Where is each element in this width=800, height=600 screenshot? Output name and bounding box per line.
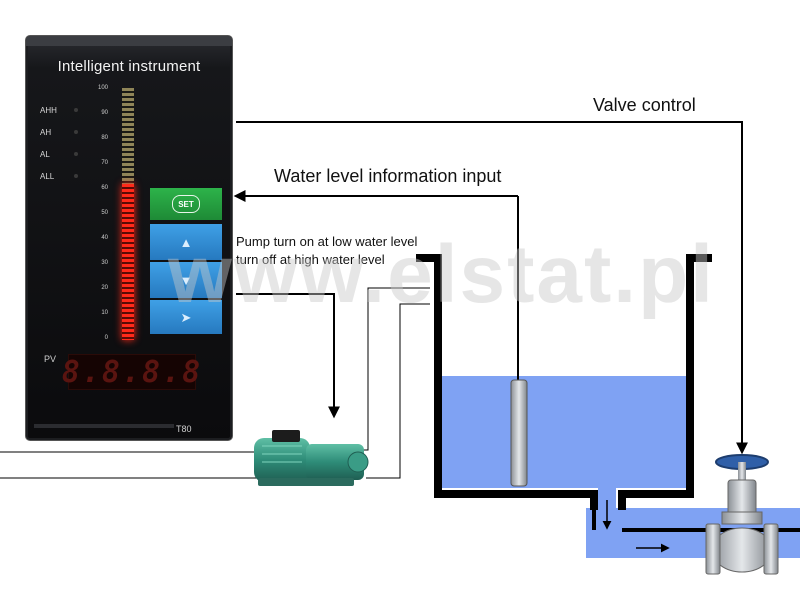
panel-top-bar bbox=[26, 36, 232, 46]
valve-control-label: Valve control bbox=[593, 95, 696, 115]
scale-tick-10: 10 bbox=[101, 310, 108, 316]
scale-tick-70: 70 bbox=[101, 160, 108, 166]
down-button[interactable]: ▼ bbox=[150, 262, 222, 298]
valve-control-line bbox=[236, 121, 748, 455]
scale-tick-80: 80 bbox=[101, 135, 108, 141]
scale-tick-30: 30 bbox=[101, 260, 108, 266]
alarm-led-al bbox=[74, 152, 78, 156]
model-tag: T80 bbox=[176, 424, 192, 434]
scale-tick-100: 100 bbox=[97, 85, 108, 91]
instrument-title: Intelligent instrument bbox=[57, 58, 201, 75]
alarm-label-ahh: AHH bbox=[40, 106, 57, 115]
alarm-led-ah bbox=[74, 130, 78, 134]
water-pump bbox=[254, 430, 369, 486]
up-arrow-icon: ▲ bbox=[179, 234, 193, 250]
up-button[interactable]: ▲ bbox=[150, 224, 222, 260]
level-sensor bbox=[510, 379, 528, 487]
tank-wall-right bbox=[618, 254, 712, 510]
scale-tick-40: 40 bbox=[101, 235, 108, 241]
pump-rule-line2: turn off at high water level bbox=[236, 252, 385, 267]
shift-icon: ➤ bbox=[180, 309, 192, 325]
pump-rule-line1: Pump turn on at low water level bbox=[236, 234, 418, 249]
alarm-label-al: AL bbox=[40, 150, 50, 159]
pv-display: 8.8.8.8 bbox=[61, 354, 203, 390]
scale-tick-60: 60 bbox=[101, 185, 108, 191]
alarm-label-ah: AH bbox=[40, 128, 52, 137]
scale-tick-20: 20 bbox=[101, 285, 108, 291]
pv-label: PV bbox=[44, 354, 57, 364]
down-arrow-icon: ▼ bbox=[179, 272, 193, 288]
level-bar-graph bbox=[122, 88, 134, 340]
gate-valve bbox=[705, 454, 779, 575]
tank-wall bbox=[416, 254, 598, 510]
level-bar-lit bbox=[122, 184, 134, 340]
set-button-label: SET bbox=[172, 195, 200, 213]
keypad: SET ▲ ▼ ➤ bbox=[150, 188, 222, 334]
water-level-input-label: Water level information input bbox=[274, 166, 502, 186]
shift-button[interactable]: ➤ bbox=[150, 300, 222, 334]
tank-water bbox=[442, 376, 686, 488]
alarm-label-all: ALL bbox=[40, 172, 55, 181]
scale-tick-0: 0 bbox=[104, 335, 108, 341]
level-bar-unlit bbox=[122, 88, 134, 184]
pump-inlet-line bbox=[366, 303, 430, 479]
scale-tick-90: 90 bbox=[101, 110, 108, 116]
alarm-led-all bbox=[74, 174, 78, 178]
set-button[interactable]: SET bbox=[150, 188, 222, 220]
pump-control-line bbox=[236, 293, 340, 419]
alarm-led-ahh bbox=[74, 108, 78, 112]
panel-bottom-bar bbox=[34, 424, 174, 428]
intelligent-instrument-panel: Intelligent instrument AHH AH AL ALL 100… bbox=[26, 36, 232, 440]
scale-tick-50: 50 bbox=[101, 210, 108, 216]
watermark: www.elstat.pl bbox=[168, 229, 715, 320]
